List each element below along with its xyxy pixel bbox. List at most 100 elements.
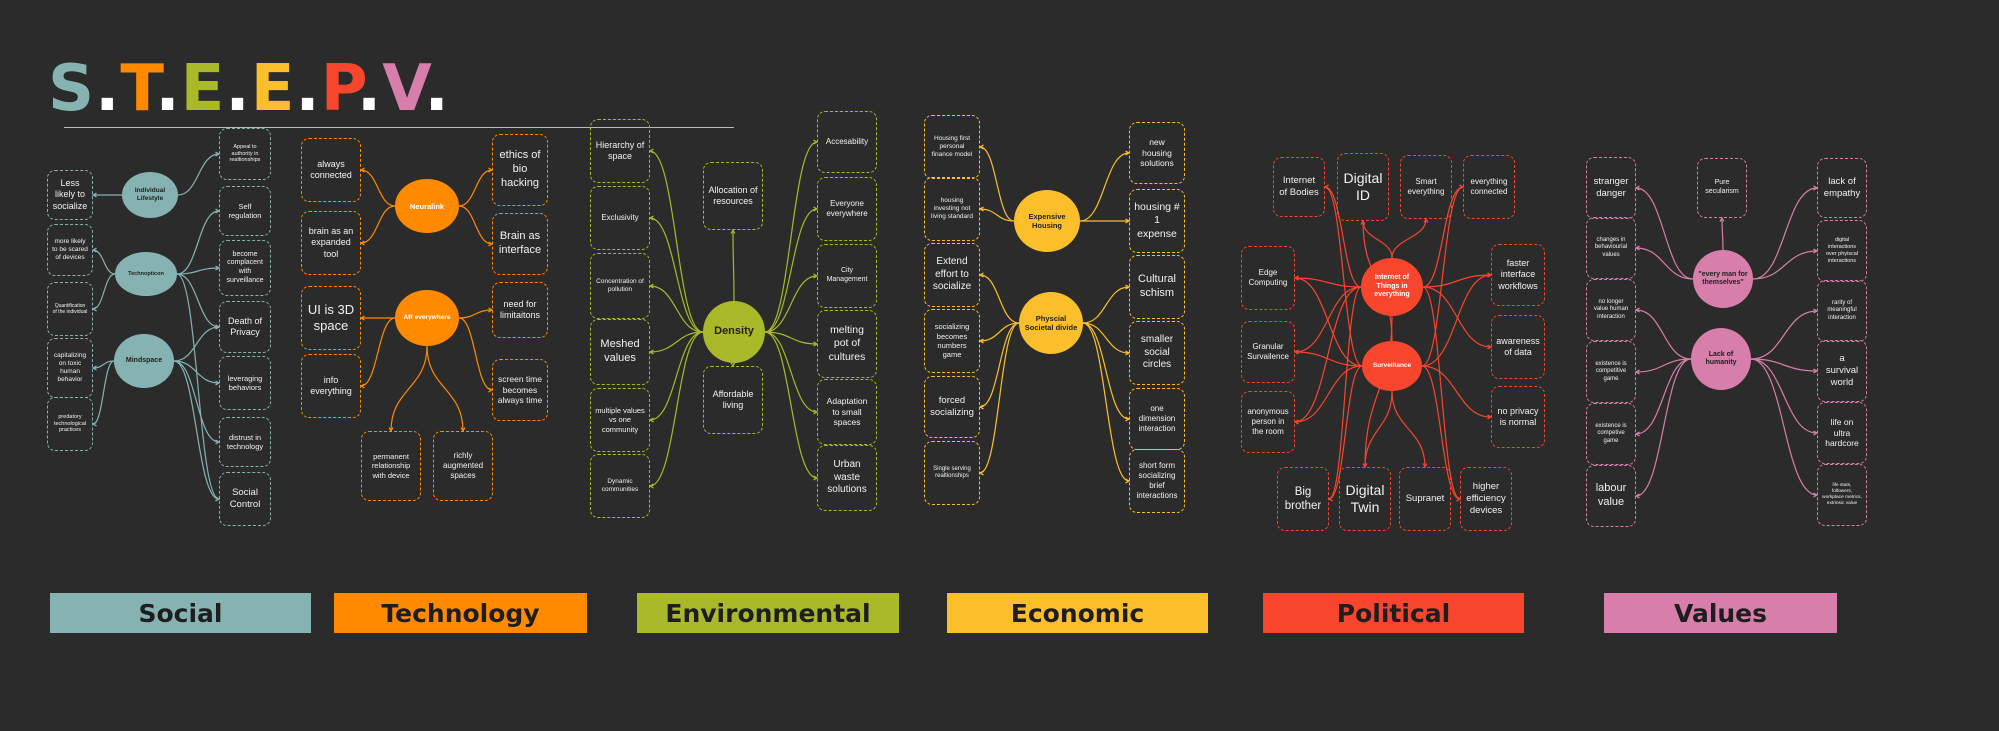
hub-lack-humanity: Lack of humanity [1691,328,1751,390]
arrowhead-predatory [91,421,97,427]
node-brain-tool: brain as an expanded tool [301,211,361,275]
title-dot: . [155,52,181,126]
hub-mindspace: Mindspace [114,334,174,388]
node-city-mgmt: City Management [817,244,877,308]
node-everyone: Everyone everywhere [817,177,877,241]
connector-iot-big-brother [1328,286,1362,500]
node-brain-interface: Brain as interface [492,213,548,275]
connector-surveillance-no-privacy [1421,365,1492,418]
node-digital-twin: Digital Twin [1339,467,1391,531]
arrowhead-info [359,383,365,389]
node-ui-3d: UI is 3D space [301,286,361,350]
connector-mindspace-death-privacy [173,326,220,362]
node-less-likely: Less likely to socialize [47,170,93,220]
connector-iot-digital-id [1362,220,1393,259]
title-letter: S [48,52,96,126]
node-rarity: rarity of meaningful interaction [1817,280,1867,342]
connector-lack-humanity-no-longer [1635,309,1692,360]
arrowhead-competitive-1 [1634,369,1640,375]
connector-density-adaptation [764,331,818,413]
connector-physcial-divide-cultural-schism [1082,286,1130,324]
connector-ar-everywhere-richly [426,345,464,432]
node-housing-first: Housing first personal finance model [924,115,980,179]
connector-density-accesability [764,141,818,333]
arrowhead-no-longer [1634,307,1640,313]
arrowhead-pure-secularism [1719,216,1725,222]
hub-technopticon: Technopticon [115,252,177,296]
banner-economic: Economic [947,593,1208,633]
node-digital-id: Digital ID [1337,153,1389,221]
node-allocation: Allocation of resources [703,162,763,230]
node-big-brother: Big brother [1277,467,1329,531]
arrowhead-single-serving [978,470,984,476]
title-underline [64,127,734,128]
connector-lack-humanity-labour [1635,358,1692,497]
node-capitalizing: capitalizing on toxic human behavior [47,338,93,398]
node-leveraging: leveraging behaviors [219,356,271,410]
connector-surveillance-everything-connected [1421,186,1464,367]
node-housing-expense: housing # 1 expense [1129,189,1185,253]
connector-iot-edge [1294,277,1362,288]
connector-technopticon-complacent [176,267,220,275]
node-no-privacy: no privacy is normal [1491,386,1545,448]
arrowhead-extend-effort [978,272,984,278]
node-complacent: become complacent with surveillance [219,240,271,296]
arrowhead-dynamic [648,483,654,489]
arrowhead-concentration [648,283,654,289]
arrowhead-behavioural [1634,245,1640,251]
arrowhead-smart-everything [1423,217,1429,223]
arrowhead-labour [1634,493,1640,499]
connector-every-man-lack-empathy [1752,187,1818,280]
connector-iot-higher-efficiency [1422,286,1461,500]
node-social-control: Social Control [219,472,271,526]
node-one-dimension: one dimension interaction [1129,388,1185,450]
banner-social: Social [50,593,311,633]
node-faster: faster interface workflows [1491,244,1545,306]
connector-mindspace-distrust [173,360,220,443]
connector-density-everyone [764,208,818,333]
connector-technopticon-death-privacy [176,273,220,328]
connector-technopticon-self-reg [176,210,220,275]
connector-iot-digital-twin [1364,315,1393,468]
node-adaptation: Adaptation to small spaces [817,379,877,445]
connector-surveillance-supranet [1391,390,1426,468]
connector-iot-faster [1422,274,1492,288]
arrowhead-housing-first [978,144,984,150]
title-letter: T [120,52,156,126]
arrowhead-capitalizing [91,365,97,371]
arrowhead-brain-tool [359,240,365,246]
node-internet-bodies: Internet of Bodies [1273,157,1325,217]
node-cultural-schism: Cultural schism [1129,255,1185,319]
connector-density-hierarchy [649,150,704,333]
node-death-privacy: Death of Privacy [219,301,271,353]
connector-neuralink-ethics [458,169,493,207]
node-behavioural: changes in behaviourial values [1586,217,1636,279]
arrowhead-granular [1293,349,1299,355]
connector-mindspace-predatory [92,360,115,425]
connector-surveillance-big-brother [1328,365,1363,500]
node-survival: a survival world [1817,340,1867,402]
hub-individual-lifestyle: Individual Lifestyle [122,172,178,218]
node-affordable: Affordable living [703,366,763,434]
connector-neuralink-brain-interface [458,205,493,245]
connector-lack-humanity-competitive-2 [1635,358,1692,435]
node-single-serving: Single serving realtionships [924,441,980,505]
node-anonymous: anonymous person in the room [1241,391,1295,453]
connector-technopticon-quantification [92,273,116,310]
node-competitive-1: existence is competitive game [1586,341,1636,403]
node-life-stats: life stats, followers, workplace metrics… [1817,464,1867,526]
node-quantification: Quantification of the individual [47,282,93,336]
connector-technopticon-social-control [176,273,220,500]
node-edge: Edge Computing [1241,246,1295,310]
hub-physcial-divide: Physcial Societal divide [1019,292,1083,354]
node-stranger: stranger danger [1586,157,1636,219]
connector-physcial-divide-short-form [1082,322,1130,482]
connector-ar-everywhere-screen-time [458,317,493,391]
title-dot: . [424,52,450,126]
connector-iot-smart-everything [1391,218,1427,259]
connector-lack-humanity-competitive-1 [1635,358,1692,373]
connector-surveillance-edge [1294,277,1363,367]
node-info: info everything [301,354,361,418]
node-always-connected: always connected [301,138,361,202]
banner-environmental: Environmental [637,593,899,633]
